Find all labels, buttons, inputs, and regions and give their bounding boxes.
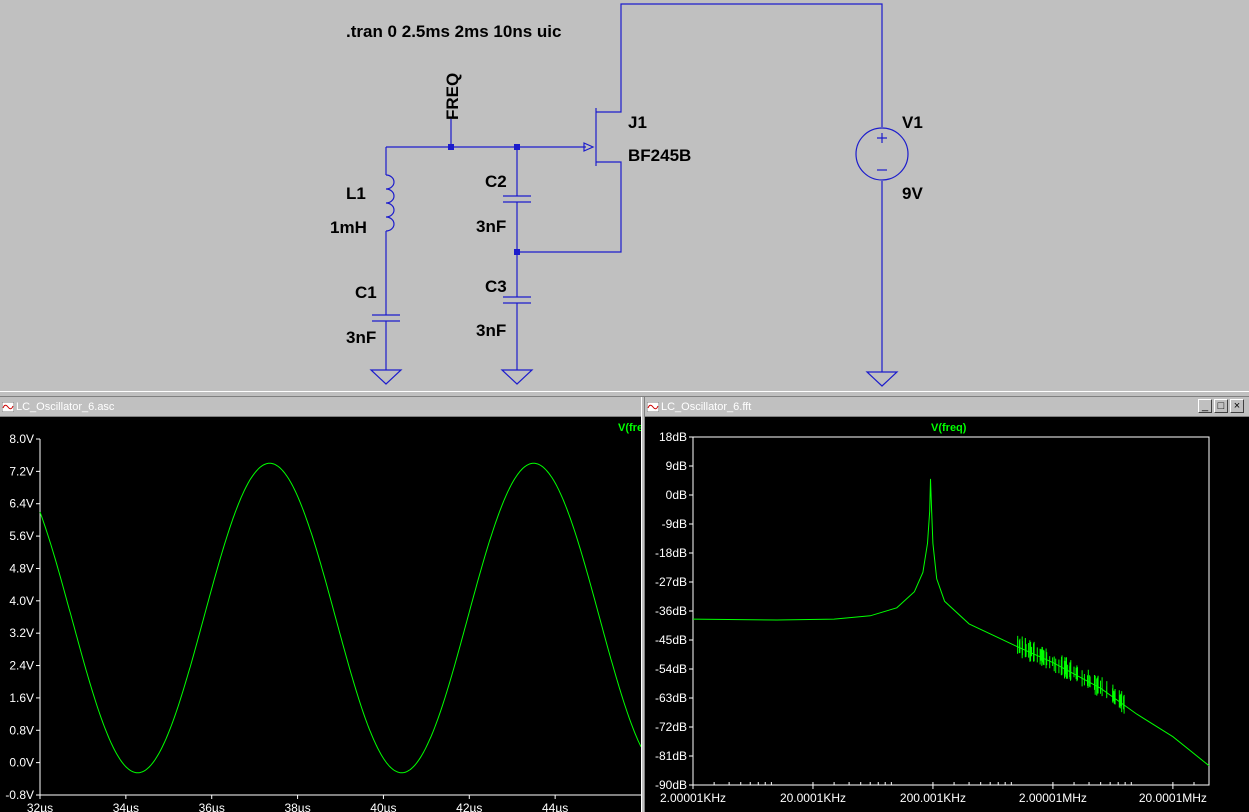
time-domain-plot[interactable]: 8.0V 7.2V 6.4V 5.6V 4.8V 4.0V 3.2V 2.4V 1.6V 0.8V… <box>0 417 641 812</box>
x-tick-label: 42µs <box>456 801 482 812</box>
v1-ref[interactable]: V1 <box>902 113 923 132</box>
waveform-window-fft[interactable]: LC_Oscillator_6.fft _ □ × 18dB 9dB 0dB -9dB… <box>645 397 1249 812</box>
c1-value[interactable]: 3nF <box>346 328 376 347</box>
window-title: LC_Oscillator_6.asc <box>16 401 115 413</box>
waveform-trace <box>39 462 641 774</box>
x-tick-label: 32µs <box>27 801 53 812</box>
window-titlebar[interactable]: LC_Oscillator_6.asc <box>0 397 641 417</box>
window-titlebar[interactable]: LC_Oscillator_6.fft _ □ × <box>645 397 1249 417</box>
c2-ref[interactable]: C2 <box>485 172 507 191</box>
y-tick-label: 7.2V <box>9 464 34 478</box>
j1-ref[interactable]: J1 <box>628 113 647 132</box>
x-tick-label: 2.00001KHz <box>660 791 726 805</box>
l1-value[interactable]: 1mH <box>330 218 367 237</box>
y-tick-label: -90dB <box>655 778 687 792</box>
y-tick-label: -45dB <box>655 633 687 647</box>
x-tick-label: 34µs <box>113 801 139 812</box>
y-tick-label: 0dB <box>666 488 687 502</box>
x-tick-label: 38µs <box>284 801 310 812</box>
y-tick-label: -36dB <box>655 604 687 618</box>
y-tick-label: 3.2V <box>9 626 34 640</box>
y-tick-label: 0.0V <box>9 756 34 770</box>
y-tick-label: 1.6V <box>9 691 34 705</box>
y-tick-label: -9dB <box>662 517 687 531</box>
maximize-button[interactable]: □ <box>1214 399 1228 413</box>
y-tick-label: 5.6V <box>9 529 34 543</box>
x-tick-label: 36µs <box>199 801 225 812</box>
schematic-canvas[interactable]: .tran 0 2.5ms 2ms 10ns uic FREQ L1 1mH C… <box>0 0 1249 393</box>
v1-value[interactable]: 9V <box>902 184 923 203</box>
y-tick-label: 0.8V <box>9 723 34 737</box>
fft-trace <box>692 478 1210 767</box>
c3-value[interactable]: 3nF <box>476 321 506 340</box>
y-tick-label: -18dB <box>655 546 687 560</box>
x-tick-label: 2.00001MHz <box>1019 791 1087 805</box>
y-tick-label: -81dB <box>655 749 687 763</box>
c3-ref[interactable]: C3 <box>485 277 507 296</box>
y-tick-label: 9dB <box>666 459 687 473</box>
schematic-drawing: .tran 0 2.5ms 2ms 10ns uic FREQ L1 1mH C… <box>330 3 923 387</box>
junction-dots <box>448 144 520 255</box>
x-tick-label: 44µs <box>542 801 568 812</box>
waveform-window-time[interactable]: LC_Oscillator_6.asc 8.0V 7.2V 6.4V 5.6V 4.8V… <box>0 397 641 812</box>
y-tick-label: 2.4V <box>9 659 34 673</box>
fft-plot[interactable]: 18dB 9dB 0dB -9dB -18dB -27dB -36dB -45dB -54dB -… <box>645 417 1249 812</box>
y-tick-label: 4.0V <box>9 594 34 608</box>
wires <box>369 3 909 387</box>
l1-ref[interactable]: L1 <box>346 184 366 203</box>
y-tick-label: -54dB <box>655 662 687 676</box>
fft-noise-spurs <box>1017 635 1125 714</box>
y-tick-label: 18dB <box>659 430 687 444</box>
plot-frame <box>692 436 1210 786</box>
waveform-window-icon <box>2 402 14 412</box>
pane-splitter[interactable] <box>0 391 1249 397</box>
x-tick-label: 20.0001MHz <box>1139 791 1207 805</box>
y-tick-label: -27dB <box>655 575 687 589</box>
window-title: LC_Oscillator_6.fft <box>661 401 752 413</box>
y-tick-label: -72dB <box>655 720 687 734</box>
trace-legend: V(freq) <box>931 422 967 434</box>
j1-value[interactable]: BF245B <box>628 146 691 165</box>
waveform-window-icon <box>647 402 659 412</box>
c1-ref[interactable]: C1 <box>355 283 377 302</box>
x-tick-label: 40µs <box>370 801 396 812</box>
c2-value[interactable]: 3nF <box>476 217 506 236</box>
y-tick-label: 6.4V <box>9 497 34 511</box>
trace-legend: V(freq) <box>618 422 641 434</box>
y-tick-label: 8.0V <box>9 432 34 446</box>
spice-directive[interactable]: .tran 0 2.5ms 2ms 10ns uic <box>346 22 561 41</box>
close-button[interactable]: × <box>1230 399 1244 413</box>
y-tick-label: 4.8V <box>9 561 34 575</box>
y-tick-label: -63dB <box>655 691 687 705</box>
x-tick-label: 20.0001KHz <box>780 791 846 805</box>
x-tick-label: 200.001KHz <box>900 791 966 805</box>
y-tick-label: -0.8V <box>5 788 34 802</box>
vertical-splitter[interactable] <box>641 397 645 812</box>
net-label-freq[interactable]: FREQ <box>443 73 462 120</box>
minimize-button[interactable]: _ <box>1198 399 1212 413</box>
